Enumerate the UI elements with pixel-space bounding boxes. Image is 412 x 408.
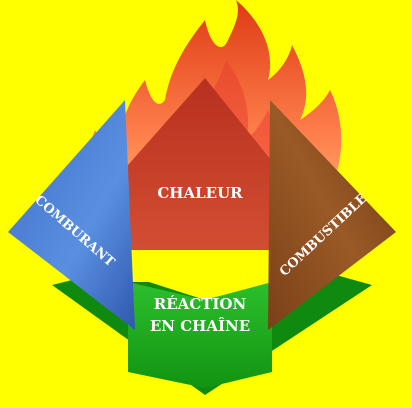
center-face-label: CHALEUR: [157, 184, 243, 202]
left-face: [8, 100, 135, 330]
base-face-front: [128, 282, 272, 388]
base-face-label-line1: RÉACTION: [154, 295, 247, 313]
base-face-label-line2: EN CHAÎNE: [150, 317, 250, 335]
right-face: [268, 100, 396, 330]
yellow-band: [128, 250, 272, 282]
center-face: [128, 78, 275, 250]
